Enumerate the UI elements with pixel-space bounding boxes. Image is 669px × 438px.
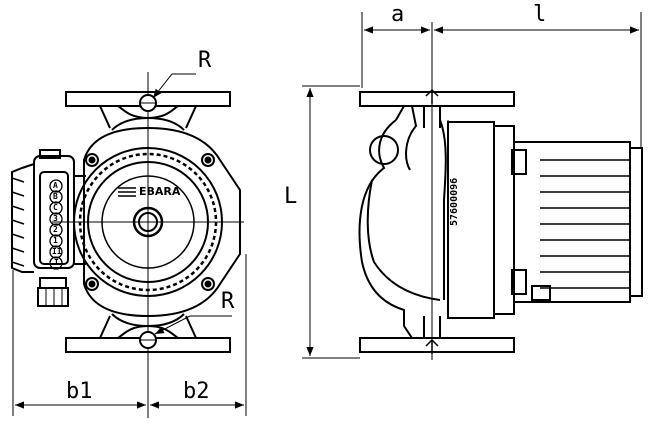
speed-mark-3: 3 <box>53 214 58 223</box>
pump-neck-bottom <box>111 313 185 328</box>
bottom-flange <box>65 315 231 353</box>
speed-mark-ii: II <box>52 247 62 256</box>
motor-fins <box>540 159 630 289</box>
radius-label-bottom: R <box>221 289 235 314</box>
pump-neck-top <box>111 116 185 131</box>
motor-body <box>514 141 631 303</box>
speed-mark-2: 2 <box>53 225 58 234</box>
control-box <box>11 149 86 273</box>
top-flange <box>65 91 231 129</box>
cable-gland <box>37 277 69 307</box>
speed-mark-b: B <box>53 192 58 201</box>
casing-edge <box>439 119 447 300</box>
radius-leader-top <box>152 73 196 99</box>
side-screw-bottom <box>511 269 527 295</box>
speed-mark-a: A <box>53 181 58 190</box>
side-bottom-flange <box>359 337 515 353</box>
front-cover <box>87 161 209 283</box>
volute-lug <box>369 135 399 165</box>
radius-leader-bottom <box>154 315 232 335</box>
motor-housing <box>83 126 241 318</box>
dim-L-label: L <box>284 184 298 209</box>
volute-inner <box>366 179 441 301</box>
side-view <box>358 22 643 360</box>
housing-ring-knurled <box>78 152 218 292</box>
speed-mark-i: I <box>54 258 59 267</box>
side-top-flange <box>359 91 515 107</box>
flow-arrow-bottom <box>425 338 439 354</box>
front-cover-inner <box>101 175 195 269</box>
brand-logo-mark <box>118 187 136 197</box>
speed-mark-1: 1 <box>53 236 58 245</box>
speed-mark-c: C <box>53 203 58 212</box>
inlet-port-bottom <box>423 316 441 338</box>
motor-end-cap <box>629 147 643 297</box>
dim-l-label: l <box>533 2 547 27</box>
housing-screws <box>85 153 215 291</box>
volute-casing <box>358 105 418 339</box>
side-screw-top <box>511 149 527 175</box>
brand-label: EBARA <box>139 185 181 198</box>
radius-label-top: R <box>198 48 212 73</box>
dimension-lines <box>12 12 642 416</box>
motor-front-flange <box>493 125 515 315</box>
speed-selector-marks <box>49 179 63 270</box>
flow-arrow-top <box>425 88 439 104</box>
dim-a-label: a <box>391 2 405 27</box>
shaft-cap-inner <box>138 212 158 232</box>
inlet-port-top <box>423 106 441 128</box>
front-view <box>11 72 244 418</box>
side-cable-gland <box>531 285 551 301</box>
shaft-cap <box>132 206 164 238</box>
dim-b2-label: b2 <box>183 379 210 404</box>
side-vertical-code: 57600096 <box>449 177 460 226</box>
dim-b1-label: b1 <box>66 379 93 404</box>
